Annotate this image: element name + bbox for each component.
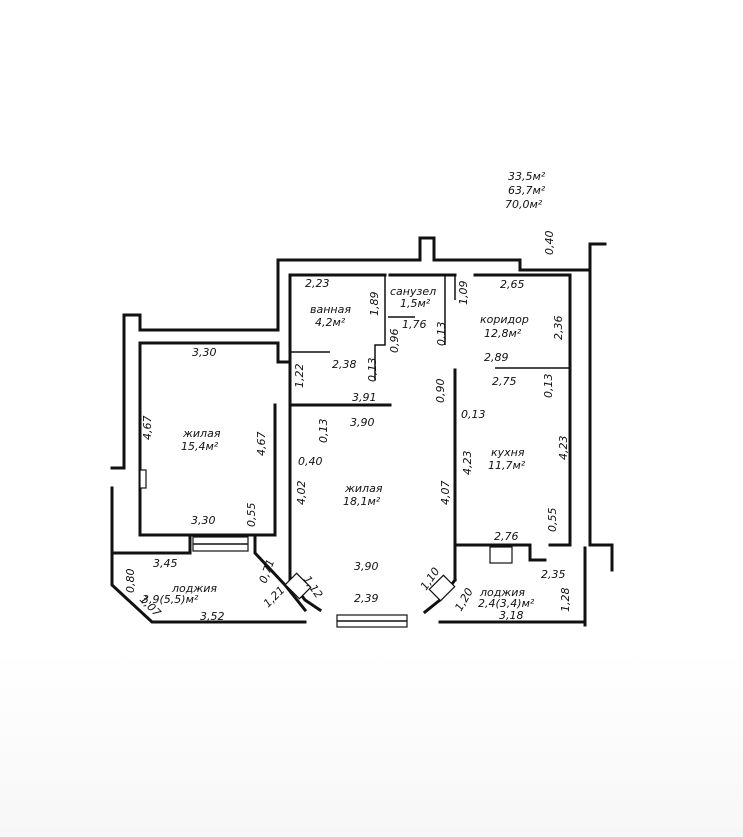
dim-label: 0,13 [542, 374, 555, 399]
loggia-1-area: 3,9(5,5)м² [142, 593, 199, 606]
area-summary: 33,5м² 63,7м² 70,0м² [505, 170, 546, 211]
dim-label: 1,89 [368, 292, 381, 317]
dim-label: 0,96 [388, 329, 401, 354]
kitchen-area: 11,7м² [488, 459, 526, 472]
dim-label: 2,39 [354, 592, 379, 605]
dim-label: 0,90 [434, 379, 447, 404]
dim-label: 1,20 [452, 586, 476, 614]
total-area-with-loggias: 70,0м² [505, 198, 543, 211]
total-area: 63,7м² [508, 184, 546, 197]
dim-label: 4,23 [557, 436, 570, 461]
living-room-2-area: 18,1м² [343, 495, 381, 508]
dim-label: 3,45 [153, 557, 178, 570]
dim-label: 3,52 [200, 610, 225, 623]
dim-label: 1,76 [402, 318, 427, 331]
living-room-2-name: жилая [344, 482, 383, 495]
dim-label: 2,38 [332, 358, 357, 371]
dim-label: 4,67 [141, 416, 154, 441]
loggia-1-name: лоджия [171, 582, 217, 595]
room-labels: ванная 4,2м² санузел 1,5м² коридор 12,8м… [142, 285, 535, 610]
dim-label: 3,90 [350, 416, 375, 429]
dim-label: 2,76 [494, 530, 519, 543]
dim-label: 3,90 [354, 560, 379, 573]
bathroom-name: ванная [310, 303, 351, 316]
kitchen-name: кухня [491, 446, 525, 459]
dim-label: 4,02 [295, 481, 308, 506]
dim-label: 0,13 [366, 358, 379, 383]
dim-label: 4,67 [255, 432, 268, 457]
dim-label: 1,28 [559, 588, 572, 613]
dim-label: 1,21 [261, 584, 288, 611]
dim-label: 4,07 [439, 481, 452, 506]
dim-label: 3,30 [192, 346, 217, 359]
dim-label: 1,09 [457, 281, 470, 306]
dim-label: 2,35 [541, 568, 566, 581]
corridor-name: коридор [480, 313, 529, 326]
dim-label: 1,22 [293, 364, 306, 389]
corridor-area: 12,8м² [484, 327, 522, 340]
dim-label: 4,23 [461, 451, 474, 476]
windows [139, 469, 513, 628]
dim-label: 2,23 [305, 277, 330, 290]
background-fade [0, 650, 743, 837]
loggia-2-area: 2,4(3,4)м² [478, 597, 535, 610]
dim-label: 0,40 [543, 231, 556, 256]
dim-label: 2,36 [552, 316, 565, 341]
toilet-name: санузел [390, 285, 436, 298]
dim-label: 0,13 [461, 408, 486, 421]
dim-label: 3,18 [499, 609, 524, 622]
dim-label: 0,80 [124, 569, 137, 594]
dim-label: 0,55 [245, 503, 258, 528]
living-room-1-name: жилая [182, 427, 221, 440]
bathroom-area: 4,2м² [315, 316, 346, 329]
living-room-1-area: 15,4м² [181, 440, 219, 453]
dim-label: 2,89 [484, 351, 509, 364]
dim-label: 3,91 [352, 391, 377, 404]
dim-label: 3,30 [191, 514, 216, 527]
loggia-2-name: лоджия [479, 586, 525, 599]
dim-label: 0,55 [546, 508, 559, 533]
toilet-area: 1,5м² [400, 297, 431, 310]
dim-label: 2,75 [492, 375, 517, 388]
dim-label: 2,65 [500, 278, 525, 291]
living-area-total: 33,5м² [508, 170, 546, 183]
dim-label: 0,13 [317, 419, 330, 444]
dim-label: 0,40 [298, 455, 323, 468]
dimension-labels: 0,40 2,65 2,23 1,89 1,09 2,36 1,76 0,96 … [124, 231, 572, 624]
dim-label: 0,13 [435, 322, 448, 347]
